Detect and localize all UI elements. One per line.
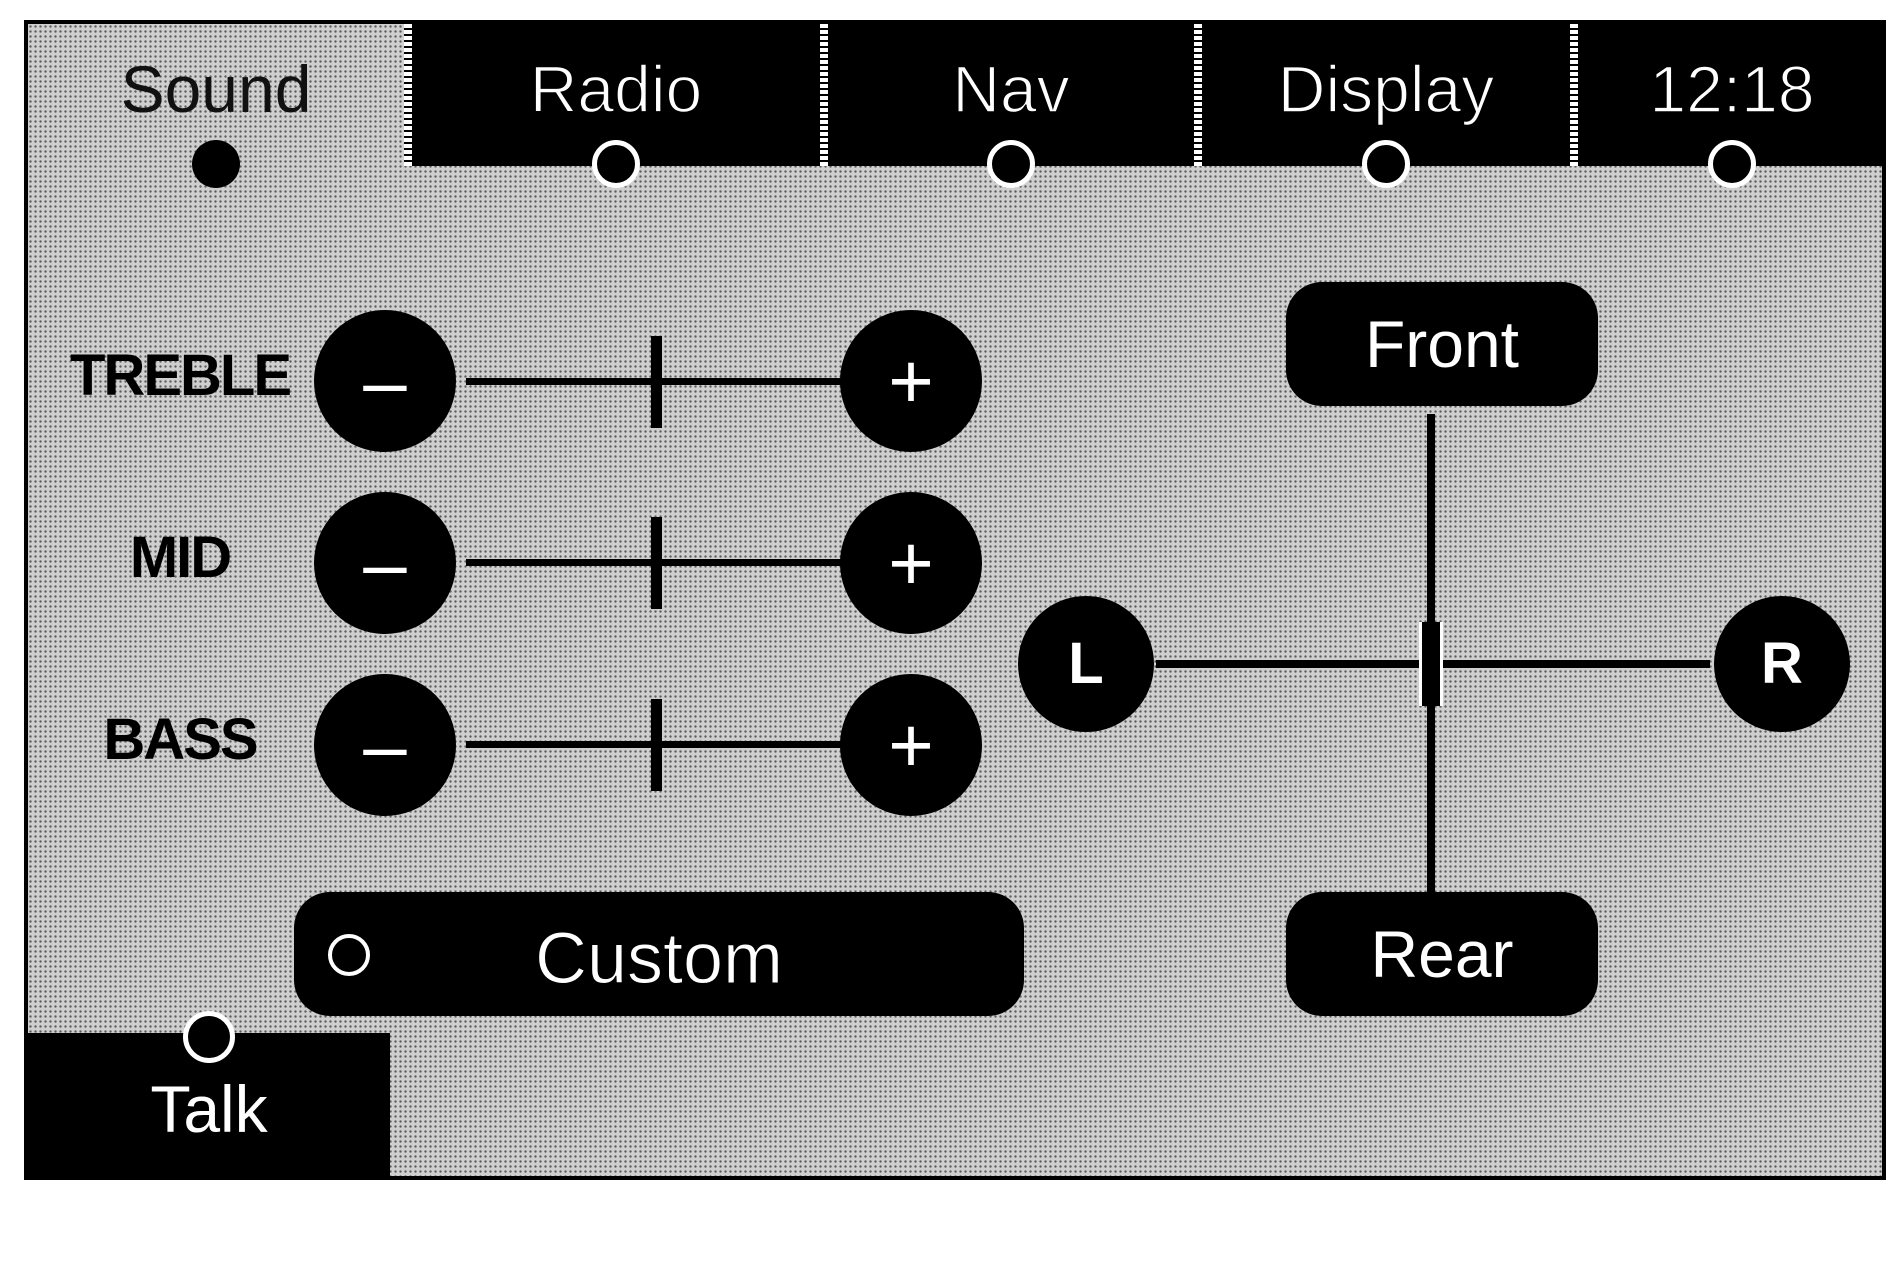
tab-clock[interactable]: 12:18: [1578, 24, 1882, 188]
talk-indicator-icon: [183, 1011, 235, 1063]
balance-right-button[interactable]: R: [1714, 596, 1850, 732]
treble-label: TREBLE: [70, 343, 292, 408]
treble-decrease-button[interactable]: –: [314, 310, 456, 452]
tab-sound-label: Sound: [120, 52, 312, 126]
balance-left-button[interactable]: L: [1018, 596, 1154, 732]
tab-radio-label: Radio: [529, 52, 703, 126]
bass-decrease-button[interactable]: –: [314, 674, 456, 816]
tab-display-indicator-icon: [1362, 140, 1410, 188]
balance-fader-thumb[interactable]: [1419, 622, 1443, 706]
tab-radio[interactable]: Radio: [412, 24, 820, 188]
treble-increase-button[interactable]: +: [840, 310, 982, 452]
talk-tab[interactable]: Talk: [28, 1011, 390, 1176]
mid-decrease-button[interactable]: –: [314, 492, 456, 634]
tab-divider: [1570, 24, 1578, 166]
bass-label: BASS: [103, 707, 258, 772]
rear-fader-button[interactable]: Rear: [1286, 892, 1598, 1016]
mid-increase-button[interactable]: +: [840, 492, 982, 634]
tab-clock-indicator-icon: [1708, 140, 1756, 188]
custom-preset-button[interactable]: Custom: [294, 892, 1024, 1016]
tab-divider: [404, 24, 412, 166]
tab-sound[interactable]: Sound: [28, 24, 404, 188]
tab-nav-label: Nav: [952, 52, 1071, 126]
tab-sound-indicator-icon: [192, 140, 240, 188]
tab-nav[interactable]: Nav: [828, 24, 1194, 188]
front-fader-button[interactable]: Front: [1286, 282, 1598, 406]
bass-slider-thumb[interactable]: [651, 699, 662, 791]
audio-settings-screen: Sound Radio Nav Display 12:18 TREBLE – +…: [24, 20, 1886, 1180]
mid-slider-thumb[interactable]: [651, 517, 662, 609]
bass-increase-button[interactable]: +: [840, 674, 982, 816]
talk-tab-label: Talk: [150, 1072, 268, 1146]
clock-time: 12:18: [1649, 52, 1816, 126]
tab-radio-indicator-icon: [592, 140, 640, 188]
tab-divider: [820, 24, 828, 166]
custom-preset-label: Custom: [534, 919, 784, 1000]
preset-radio-icon: [328, 934, 370, 976]
tab-display-label: Display: [1277, 52, 1495, 126]
treble-slider-thumb[interactable]: [651, 336, 662, 428]
mid-label: MID: [129, 525, 232, 590]
tab-divider: [1194, 24, 1202, 166]
tab-display[interactable]: Display: [1202, 24, 1570, 188]
tab-nav-indicator-icon: [987, 140, 1035, 188]
